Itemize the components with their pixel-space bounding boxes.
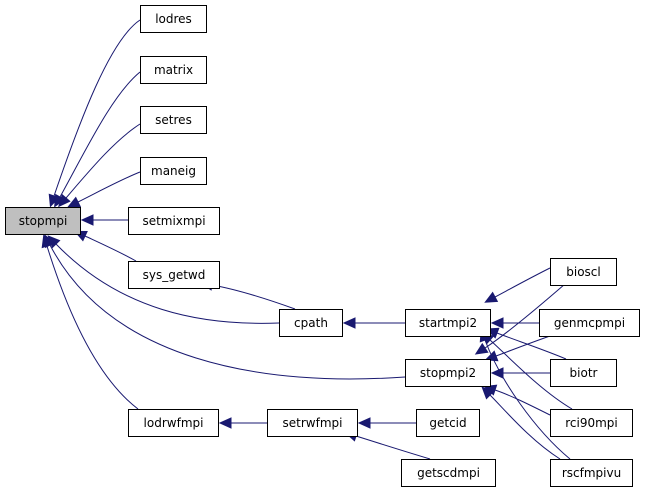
node-label-getcid: getcid [429,416,466,430]
node-maneig[interactable]: maneig [140,157,207,185]
edge-stopmpi2-to-stopmpi [49,244,406,380]
node-label-genmcpmpi: genmcpmpi [554,316,625,330]
node-box-rscfmpivu [550,459,633,487]
node-label-sys_getwd: sys_getwd [143,268,206,282]
node-label-rscfmpivu: rscfmpivu [562,466,621,480]
edge-rscfmpivu-to-stopmpi2 [489,394,561,460]
edge-setres-to-stopmpi [65,123,141,199]
node-box-cpath [279,309,343,337]
node-getcid[interactable]: getcid [416,409,480,437]
node-box-bioscl [550,258,617,286]
node-box-lodres [140,5,207,33]
node-rci90mpi[interactable]: rci90mpi [550,409,633,437]
node-box-lodrwfmpi [128,409,219,437]
arrowhead-getcid-to-setrwfmpi [357,417,371,429]
node-bioscl[interactable]: bioscl [550,258,617,286]
edge-rci90mpi-to-stopmpi2 [494,389,551,416]
node-box-biotr [550,359,617,387]
node-box-rci90mpi [550,409,633,437]
arrowhead-startmpi2-to-cpath [342,317,356,329]
node-startmpi2[interactable]: startmpi2 [405,309,491,337]
arrowhead-setmixmpi-to-stopmpi [80,214,94,226]
arrowhead-bioscl-to-stopmpi2 [474,342,489,355]
arrowhead-rscfmpivu-to-stopmpi2 [481,386,495,400]
node-label-maneig: maneig [151,164,196,178]
node-box-startmpi2 [405,309,491,337]
node-stopmpi2[interactable]: stopmpi2 [405,359,491,387]
node-cpath[interactable]: cpath [279,309,343,337]
node-label-rci90mpi: rci90mpi [565,416,618,430]
node-box-stopmpi [5,207,81,235]
node-label-matrix: matrix [154,63,193,77]
node-box-stopmpi2 [405,359,491,387]
edge-maneig-to-stopmpi [77,171,141,203]
edge-matrix-to-stopmpi [59,71,141,198]
node-box-setres [140,106,207,134]
arrowhead-lodrwfmpi-to-stopmpi [41,234,53,249]
edge-rci90mpi-to-startmpi2 [489,339,573,410]
node-sys_getwd[interactable]: sys_getwd [128,261,220,289]
node-label-getscdmpi: getscdmpi [417,466,480,480]
node-box-getcid [416,409,480,437]
node-getscdmpi[interactable]: getscdmpi [401,459,496,487]
arrowhead-genmcpmpi-to-startmpi2 [490,317,504,329]
node-box-maneig [140,157,207,185]
edge-bioscl-to-stopmpi2 [484,283,566,349]
nodes: stopmpi lodres matrix setres maneig setmixmpi… [5,5,640,487]
node-box-setrwfmpi [267,409,358,437]
node-box-genmcpmpi [539,309,640,337]
arrowhead-maneig-to-stopmpi [67,196,82,208]
node-box-setmixmpi [128,207,220,235]
node-box-sys_getwd [128,261,220,289]
arrowhead-setres-to-stopmpi [58,193,71,208]
node-label-stopmpi2: stopmpi2 [420,366,476,380]
node-stopmpi[interactable]: stopmpi [5,207,81,235]
edge-getscdmpi-to-setrwfmpi [355,435,431,460]
edge-cpath-to-stopmpi [55,243,280,324]
node-setmixmpi[interactable]: setmixmpi [128,207,220,235]
edge-bioscl-to-startmpi2 [494,267,551,298]
node-label-setres: setres [155,113,192,127]
node-rscfmpivu[interactable]: rscfmpivu [550,459,633,487]
node-label-lodres: lodres [155,12,192,26]
node-genmcpmpi[interactable]: genmcpmpi [539,309,640,337]
arrowhead-bioscl-to-startmpi2 [484,291,499,303]
node-label-biotr: biotr [570,366,598,380]
node-lodrwfmpi[interactable]: lodrwfmpi [128,409,219,437]
arrowhead-setrwfmpi-to-lodrwfmpi [218,417,232,429]
node-box-getscdmpi [401,459,496,487]
edge-lodres-to-stopmpi [53,19,141,197]
node-label-bioscl: bioscl [566,265,600,279]
node-label-startmpi2: startmpi2 [419,316,477,330]
arrowhead-biotr-to-stopmpi2 [490,367,504,379]
node-lodres[interactable]: lodres [140,5,207,33]
edges [41,19,573,460]
node-label-setrwfmpi: setrwfmpi [283,416,343,430]
node-label-cpath: cpath [294,316,328,330]
node-setres[interactable]: setres [140,106,207,134]
node-setrwfmpi[interactable]: setrwfmpi [267,409,358,437]
node-biotr[interactable]: biotr [550,359,617,387]
arrowhead-genmcpmpi-to-stopmpi2 [484,350,499,362]
node-label-setmixmpi: setmixmpi [142,214,205,228]
edge-cpath-to-sys_getwd [211,284,296,310]
edge-lodrwfmpi-to-stopmpi [46,245,139,410]
node-label-lodrwfmpi: lodrwfmpi [144,416,204,430]
edge-genmcpmpi-to-stopmpi2 [495,335,551,357]
node-label-stopmpi: stopmpi [19,214,68,228]
edge-sys_getwd-to-stopmpi [84,235,137,262]
node-matrix[interactable]: matrix [140,56,207,84]
node-box-matrix [140,56,207,84]
